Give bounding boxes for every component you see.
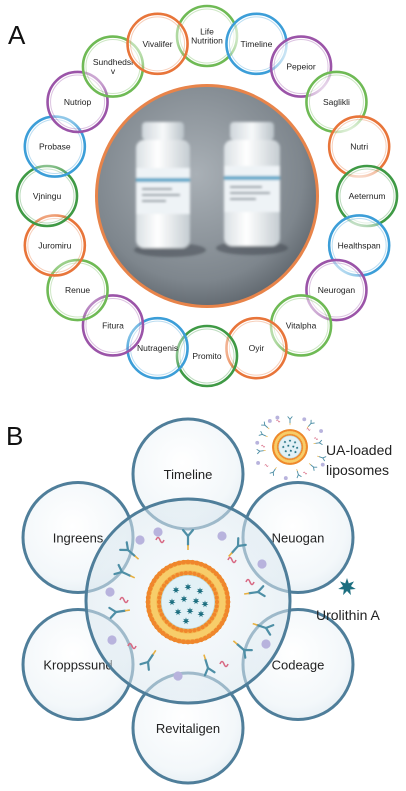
- ring-bubble-oyir: Oyir: [225, 316, 288, 380]
- ring-bubble-juromiru-label: Juromiru: [38, 240, 71, 250]
- ring-bubble-vivalifer-label: Vivalifer: [143, 39, 173, 49]
- liposome-illustration: [105, 527, 275, 681]
- ring-bubble-vitalpha-label: Vitalpha: [286, 320, 317, 330]
- urolithin-star-icon: [338, 578, 356, 596]
- ring-bubble-vjningu-label: Vjningu: [33, 191, 62, 201]
- panel-a-label: A: [8, 20, 26, 50]
- petal-kroppssund-label: Kroppssund: [43, 658, 112, 673]
- ring-bubble-nutragenis-label: Nutragenis: [137, 343, 178, 353]
- ring-bubble-neurogan-label: Neurogan: [318, 285, 356, 295]
- petal-neuogan-label: Neuogan: [272, 531, 325, 546]
- petal-ingreens-label: Ingreens: [53, 531, 104, 546]
- ring-bubble-fitura-label: Fitura: [102, 320, 124, 330]
- liposome-legend-icon: [255, 415, 327, 481]
- legend: UA-loaded liposomes Urolithin A: [255, 415, 396, 623]
- ring-bubble-vivalifer: Vivalifer: [126, 12, 189, 76]
- ring-bubble-nutriop-label: Nutriop: [64, 97, 92, 107]
- petal-codeage-label: Codeage: [272, 658, 325, 673]
- ring-bubble-oyir-label: Oyir: [249, 343, 265, 353]
- center-photo: [95, 84, 319, 308]
- ring-bubble-nutri-label: Nutri: [350, 142, 368, 152]
- petal-revitaligen-label: Revitaligen: [156, 721, 220, 736]
- panel-b-label: B: [6, 421, 23, 451]
- ring-bubble-saglikli-label: Saglikli: [323, 97, 350, 107]
- ring-bubble-pepeior-label: Pepeior: [286, 62, 315, 72]
- ring-bubble-promito-label: Promito: [192, 351, 222, 361]
- ring-bubble-healthspan-label: Healthspan: [338, 240, 381, 250]
- ring-bubble-promito: Promito: [175, 324, 239, 388]
- supplement-bottles: [134, 122, 288, 257]
- ring-bubble-probase-label: Probase: [39, 142, 71, 152]
- petal-timeline-label: Timeline: [164, 467, 213, 482]
- ring-bubble-renue-label: Renue: [65, 285, 90, 295]
- ring-bubble-aeternum-label: Aeternum: [349, 191, 386, 201]
- ring-bubble-vjningu: Vjningu: [15, 164, 79, 228]
- urolithin-legend-label: Urolithin A: [316, 607, 380, 623]
- ring-bubble-timeline-label: Timeline: [241, 39, 273, 49]
- liposome-legend-label: UA-loaded liposomes: [326, 442, 396, 478]
